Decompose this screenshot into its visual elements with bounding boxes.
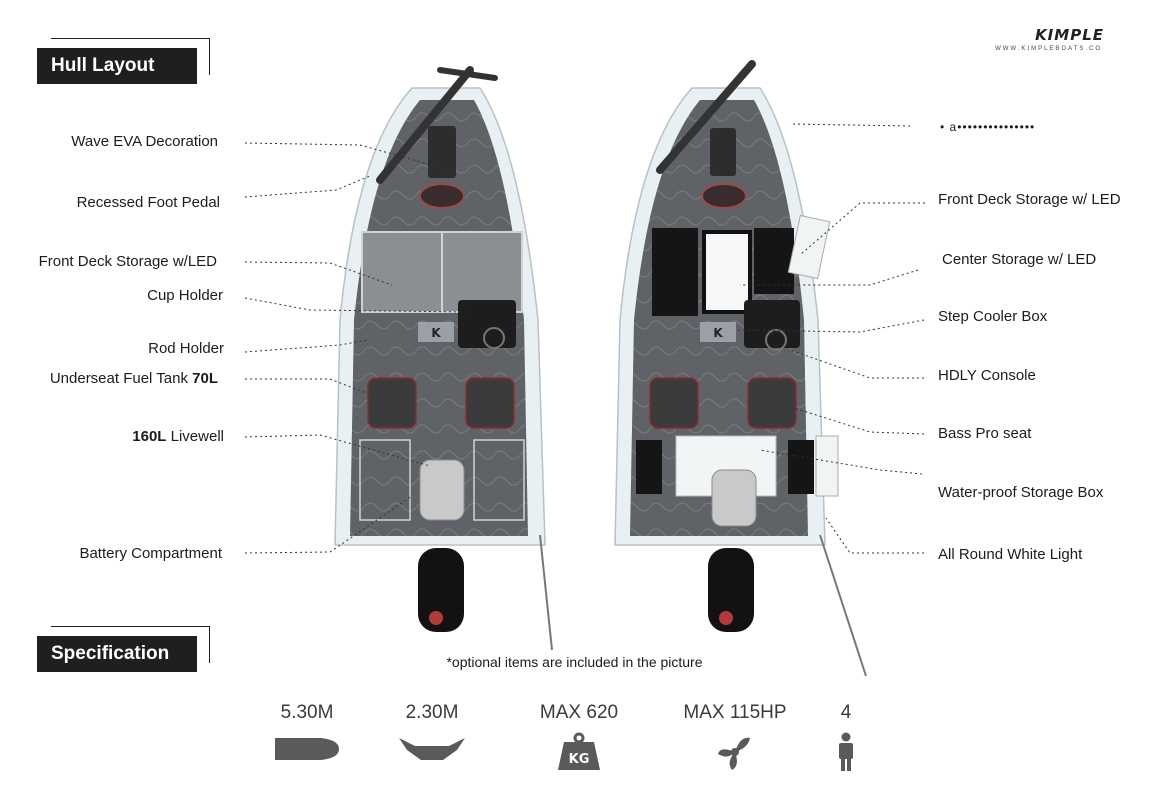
fuel-tank-capacity: 70L [192, 370, 218, 387]
left-boat: K [334, 66, 553, 651]
spec-beam: 2.30M [367, 702, 497, 766]
label-storage-box: Water-proof Storage Box [938, 484, 1104, 501]
spec-length-value: 5.30M [280, 702, 334, 723]
propeller-icon [718, 737, 750, 770]
livewell-capacity: 160L [132, 428, 167, 445]
left-console [458, 300, 516, 348]
header-frame [51, 626, 210, 663]
left-outboard [418, 548, 464, 632]
spec-weight-value: MAX 620 [539, 702, 619, 723]
label-fuel-tank: Underseat Fuel Tank 70L [10, 370, 218, 388]
right-right-storage [754, 228, 794, 294]
svg-text:K: K [713, 326, 723, 340]
left-foot-pedal [419, 183, 465, 209]
right-center-storage [702, 230, 752, 314]
fuel-tank-text: Underseat Fuel Tank [49, 370, 193, 387]
spec-power: MAX 115HP [670, 702, 800, 772]
optional-items-note: *optional items are included in the pict… [446, 654, 703, 670]
right-boat: K [614, 60, 867, 677]
label-rod-holder: Rod Holder [148, 340, 224, 357]
brand-logo: KIMPLE [1035, 26, 1104, 44]
right-left-storage [652, 228, 698, 316]
person-icon [839, 732, 853, 771]
label-cup-holder: Cup Holder [147, 287, 223, 304]
header-frame [51, 38, 210, 75]
label-livewell: 160L Livewell [40, 428, 224, 446]
label-foot-pedal: Recessed Foot Pedal [76, 194, 220, 211]
label-seat: Bass Pro seat [938, 425, 1032, 442]
spec-length: 5.30M [242, 702, 372, 766]
left-trolling-motor [376, 66, 474, 184]
left-antenna [539, 534, 553, 651]
spec-persons: 4 [781, 702, 911, 772]
label-console: HDLY Console [938, 367, 1036, 384]
spec-persons-value: 4 [840, 702, 852, 723]
right-storage-box-left [636, 440, 662, 494]
label-step-cooler: Step Cooler Box [938, 308, 1048, 325]
label-wave-eva: Wave EVA Decoration [71, 133, 218, 150]
label-front-deck-right: Front Deck Storage w/ LED [938, 191, 1121, 208]
spec-power-value: MAX 115HP [683, 702, 787, 723]
hull-layout-header: Hull Layout [37, 38, 212, 86]
hull-layout-title: Hull Layout [37, 48, 197, 84]
spec-weight: MAX 620 KG [514, 702, 644, 772]
label-front-deck-left: Front Deck Storage w/LED [38, 253, 217, 270]
label-center-storage: Center Storage w/ LED [942, 251, 1097, 268]
left-rear-seat [419, 459, 465, 521]
right-leader-lines [735, 123, 925, 554]
specification-title: Specification [37, 636, 197, 672]
right-storage-box-right [788, 440, 814, 494]
hull-length-icon [275, 738, 339, 760]
weight-kg-text: KG [569, 752, 590, 767]
specification-header: Specification [37, 626, 212, 674]
label-battery: Battery Compartment [79, 545, 222, 562]
livewell-text: Livewell [166, 428, 224, 445]
left-trolling-mount [428, 126, 456, 178]
right-console [744, 300, 800, 348]
svg-text:K: K [431, 326, 441, 340]
label-top-garbled: • a••••••••••••••• [940, 120, 1036, 134]
spec-beam-value: 2.30M [405, 702, 459, 723]
left-seat-2 [465, 377, 515, 429]
label-white-light: All Round White Light [938, 546, 1083, 563]
brand-url: WWW.KIMPLEBOATS.CO [995, 46, 1102, 52]
left-leader-lines [244, 142, 471, 554]
weight-kg-icon: KG [558, 732, 600, 770]
hull-beam-icon [399, 738, 465, 760]
